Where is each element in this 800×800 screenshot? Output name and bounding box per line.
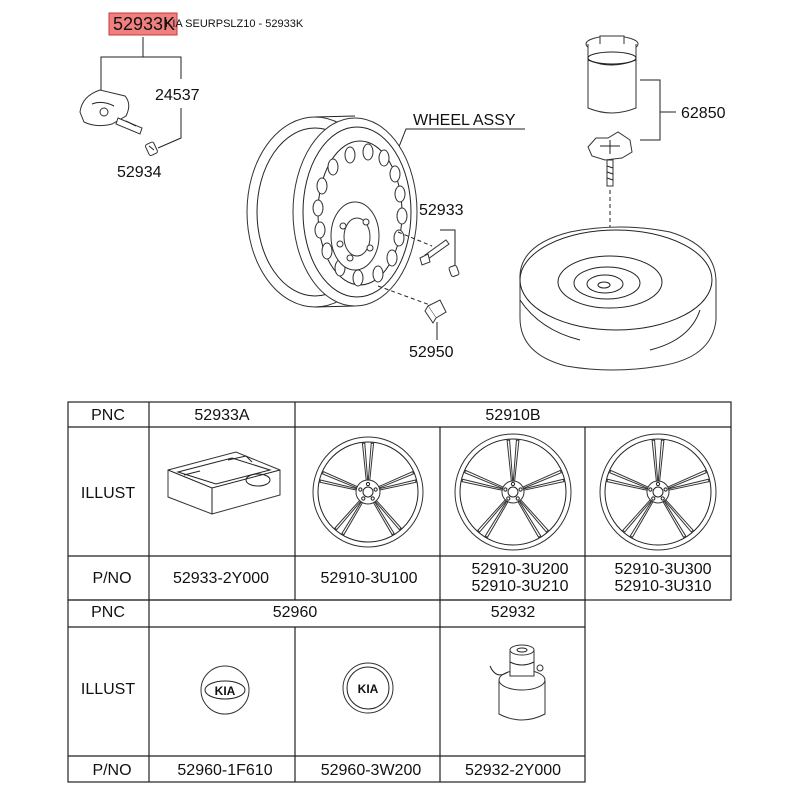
lug-hole (358, 487, 363, 492)
valve-52933[interactable] (419, 229, 460, 278)
alloy-wheel-52910-3U100-icon[interactable] (312, 436, 424, 548)
sealant-bottle-icon[interactable] (489, 644, 546, 721)
table-pno-52960-3W200[interactable]: 52960-3W200 (321, 762, 422, 779)
table-pnc-52932[interactable]: 52932 (491, 604, 536, 621)
lug-hole (651, 496, 656, 501)
lug-hole (518, 487, 523, 492)
table-pno-52932-2Y000[interactable]: 52932-2Y000 (465, 762, 561, 779)
table-pno-52960-1F610[interactable]: 52960-1F610 (177, 762, 272, 779)
vent-holes (312, 143, 408, 287)
table-pno-52910-3U310[interactable]: 52910-3U310 (615, 578, 712, 595)
table-pno-52910-3U210[interactable]: 52910-3U210 (472, 578, 569, 595)
steel-wheel[interactable] (246, 115, 433, 308)
table-pno-label-1: P/NO (92, 570, 131, 587)
alloy-wheel-52910-3U300-icon[interactable] (599, 433, 717, 551)
center-cap-52960-1F610-icon[interactable]: KIA (200, 665, 250, 715)
valve-cap-icon (448, 264, 460, 278)
lug-hole (361, 496, 366, 501)
lug-hole (515, 496, 520, 501)
table-pnc-label-1: PNC (91, 407, 125, 424)
label-52933[interactable]: 52933 (419, 202, 464, 219)
valve-stem-icon (115, 117, 143, 135)
label-wheel-assy[interactable]: WHEEL ASSY (413, 112, 516, 129)
valve-cap-icon (144, 141, 158, 156)
label-62850[interactable]: 62850 (681, 105, 726, 122)
tire-mobility-kit-icon[interactable] (167, 451, 281, 515)
table-pno-52933-2Y000[interactable]: 52933-2Y000 (173, 570, 269, 587)
label-52950[interactable]: 52950 (409, 344, 454, 361)
alloy-wheel-52910-3U200-icon[interactable] (454, 433, 572, 551)
table-pnc-52910B[interactable]: 52910B (485, 407, 540, 424)
lug-hole (370, 496, 375, 501)
lug-hole (373, 487, 378, 492)
tpms-sensor-group[interactable] (79, 37, 182, 156)
label-24537[interactable]: 24537 (155, 87, 200, 104)
lug-hole (663, 487, 668, 492)
spare-tire-holder[interactable] (585, 35, 676, 285)
center-cap-52960-3W200-icon[interactable]: KIA (342, 662, 394, 714)
lug-hole (648, 487, 653, 492)
highlight-part-box[interactable] (108, 12, 178, 36)
parts-table (67, 401, 732, 783)
lug-hole (506, 496, 511, 501)
table-pno-52910-3U300[interactable]: 52910-3U300 (615, 561, 712, 578)
kia-emblem-text-2: KIA (358, 682, 379, 696)
table-illust-label-1: ILLUST (81, 485, 135, 502)
lug-hole (503, 487, 508, 492)
table-pno-label-2: P/NO (92, 762, 131, 779)
table-pnc-label-2: PNC (91, 604, 125, 621)
table-pnc-52960[interactable]: 52960 (273, 604, 318, 621)
lug-hole (655, 481, 661, 487)
lug-hole (510, 481, 516, 487)
table-pno-52910-3U200[interactable]: 52910-3U200 (472, 561, 569, 578)
highlight-part-number[interactable]: 52933K (113, 14, 175, 34)
table-pnc-52933A[interactable]: 52933A (194, 407, 249, 424)
lug-nut-icon (427, 299, 447, 319)
lug-nut-52950[interactable] (424, 299, 447, 340)
label-52934[interactable]: 52934 (117, 164, 162, 181)
spare-tire[interactable] (519, 226, 717, 371)
lug-hole (365, 481, 371, 487)
table-pno-52910-3U100[interactable]: 52910-3U100 (321, 570, 418, 587)
diagram-caption: KIA SEURPSLZ10 - 52933K (165, 18, 304, 30)
lug-hole (660, 496, 665, 501)
table-illust-label-2: ILLUST (81, 681, 135, 698)
kia-emblem-text: KIA (215, 684, 236, 698)
